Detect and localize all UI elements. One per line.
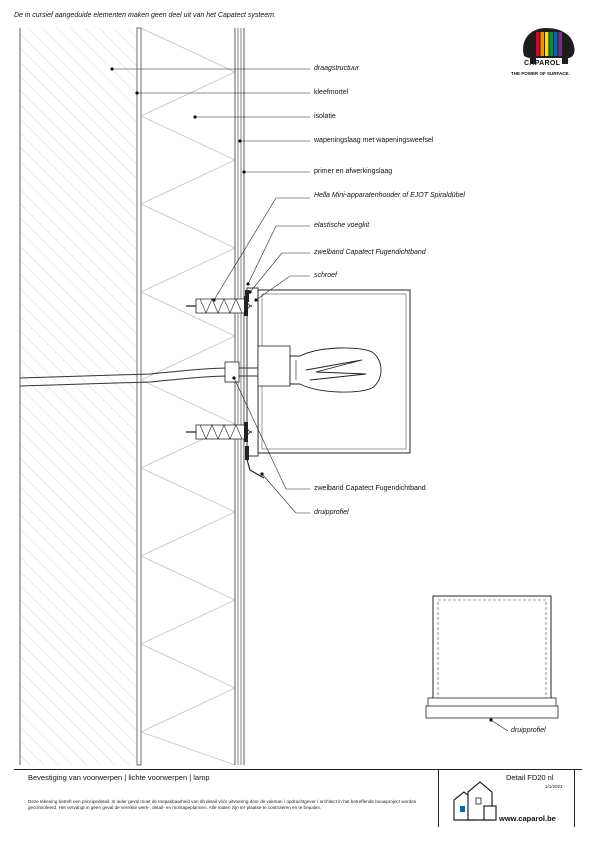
leader-dot [242, 170, 246, 174]
cable-box [224, 361, 240, 383]
leader-dot [232, 376, 236, 380]
lamp-bulb [289, 347, 382, 393]
logo-stripe [540, 32, 544, 56]
logo-stripe [549, 32, 553, 56]
leader-dot [248, 290, 252, 294]
footer-title: Bevestiging van voorwerpen | lichte voor… [28, 773, 210, 782]
brand-name: CAPAROL [524, 60, 561, 67]
label-druipprofiel: druipprofiel [314, 509, 349, 516]
insulation-pattern [140, 27, 236, 766]
detail-number: Detail FD20 nl [506, 773, 554, 782]
logo-stripe [545, 32, 549, 56]
leader-line [249, 252, 310, 293]
leader-dot [238, 139, 242, 143]
website-link[interactable]: www.caparol.be [499, 814, 556, 823]
detail-sketch-frame [432, 595, 552, 707]
leader-dot [246, 282, 250, 286]
load-bearing-wall [20, 28, 137, 765]
leader-line [261, 473, 310, 514]
footer-frame [14, 769, 582, 830]
label-kleefmortel: kleefmortel [314, 89, 349, 96]
label-apparatenhouder: Hella Mini-apparatenhouder of EJOT Spira… [314, 192, 465, 199]
label-primer: primer en afwerkingslaag [314, 168, 393, 175]
label-druipprofiel-detail: druipprofiel [511, 727, 546, 734]
leader-dot [135, 91, 139, 95]
sealing-band-bottom [245, 446, 249, 460]
brand-tagline: THE POWER OF SURFACE. [511, 71, 570, 76]
label-zwelband-top: zwelband Capatect Fugendichtband [314, 249, 426, 256]
leader-line [233, 377, 310, 490]
leader-dot [110, 67, 114, 71]
top-note: De in cursief aangeduide elementen maken… [14, 12, 276, 19]
adhesive-layer [136, 27, 142, 766]
footer-divider-right [574, 769, 575, 827]
label-draagstructuur: draagstructuur [314, 65, 360, 72]
leader-line [490, 719, 509, 732]
logo-stripe [558, 32, 562, 56]
leader-line [255, 275, 310, 301]
house-icon [453, 781, 497, 821]
leader-dot [489, 718, 493, 722]
logo-stripe [536, 32, 540, 56]
drip-profile-section [245, 455, 265, 479]
label-isolatie: isolatie [314, 113, 336, 120]
leader-dot [260, 472, 264, 476]
leader-line [247, 225, 310, 285]
label-elastische-voegkit: elastische voegkit [314, 222, 370, 229]
label-zwelband-bottom: zwelband Capatect Fugendichtband [314, 485, 426, 492]
caparol-elephant-logo [523, 28, 575, 64]
leader-line [213, 197, 310, 301]
footer-note: Deze tekening betreft een principedetail… [28, 799, 417, 811]
leader-dot [212, 298, 216, 302]
logo-stripe [554, 32, 558, 56]
dowel-bottom [186, 422, 252, 442]
label-wapeningslaag: wapeningslaag met wapeningsweefsel [314, 137, 434, 144]
footer-divider [438, 769, 439, 827]
sealing-band-top [245, 290, 249, 302]
detail-date: 1/1/2021 [545, 784, 563, 789]
leader-dot [254, 298, 258, 302]
dowel-top [186, 296, 252, 316]
leader-dot [193, 115, 197, 119]
label-schroef: schroef [314, 272, 337, 279]
